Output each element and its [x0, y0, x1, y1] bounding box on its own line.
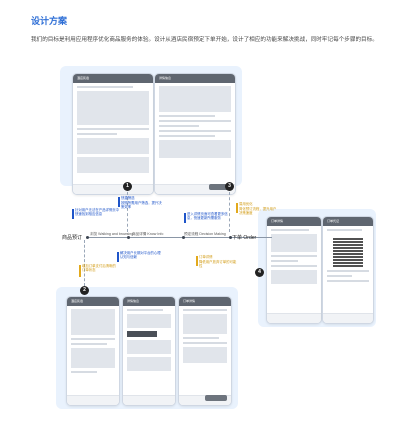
bottom-bar	[73, 184, 153, 194]
note-marker	[79, 265, 81, 277]
flow-step-decision: 预定流程 Decision Making	[184, 232, 226, 236]
placeholder-line	[327, 229, 362, 231]
placeholder-line	[271, 260, 298, 262]
placeholder-line	[183, 309, 227, 311]
placeholder-line	[271, 229, 309, 231]
section-title: 设计方案	[31, 16, 68, 26]
list-card	[127, 314, 171, 328]
step-badge-2: 2	[80, 286, 89, 295]
flow-dot	[127, 235, 130, 239]
info-card	[271, 270, 317, 284]
placeholder-line	[77, 133, 117, 135]
intro-paragraph: 我们的目标是利用应用程序优化商品服务的体验。设计从酒店民宿预定下单开始，设计了相…	[31, 37, 378, 43]
note-order-detail-sub: 降低用户放弃订单的可能性	[199, 260, 237, 269]
placeholder-line	[159, 125, 199, 127]
note-quick-filter-title: 快捷筛选	[121, 196, 135, 200]
note-order-status: 增加订单支付后清晰的订单状态	[82, 264, 116, 273]
list-card	[77, 138, 149, 154]
placeholder-line	[77, 86, 133, 88]
placeholder-line	[271, 265, 317, 267]
phone-browse: 酒店民宿	[72, 73, 154, 195]
placeholder-line	[71, 343, 108, 345]
hero-image	[77, 91, 149, 125]
note-marker	[117, 252, 119, 262]
connector	[229, 192, 230, 232]
note-marker	[72, 209, 74, 219]
info-card	[183, 347, 227, 363]
note-trust: 解决用户长期对平台的心理认知与信赖	[120, 251, 161, 260]
phone-title: 酒店民宿	[73, 74, 153, 83]
note-quick-filter-sub: 按照所需用户筛选，提升决策效率	[121, 201, 162, 210]
placeholder-line	[327, 275, 352, 277]
note-detail-more: 进入详情页面可查看更多信息，快速更新所需服务	[187, 212, 228, 221]
flow-step-info: 商品详情 Know Info	[132, 232, 164, 236]
connector	[127, 192, 128, 232]
flow-step-order: 下单 Order	[232, 235, 257, 241]
hero-image	[159, 86, 231, 112]
info-card	[159, 140, 231, 158]
phone-detail: 详情信息	[154, 73, 236, 195]
note-usability-sub: 简化预订流程，提升用户决策速度	[239, 207, 277, 216]
placeholder-line	[159, 120, 231, 122]
flow-line	[86, 237, 272, 238]
hero-image	[71, 309, 115, 335]
phone-title: 订单详情	[267, 217, 321, 226]
phone-filter: 酒店民宿	[66, 296, 120, 406]
phone-title: 订单凭证	[323, 217, 373, 226]
step-badge-3: 3	[225, 182, 234, 191]
phone-confirm: 订单详情	[178, 296, 232, 406]
placeholder-line	[159, 130, 231, 132]
placeholder-line	[71, 371, 97, 373]
placeholder-line	[327, 270, 369, 272]
note-usability-title: 易用优化	[239, 202, 253, 206]
list-card	[77, 157, 149, 173]
phone-voucher: 订单凭证	[322, 216, 374, 324]
list-card	[127, 357, 171, 371]
note-detail-problem: 针对用户无法在产品详情页中快速找到相应信息	[75, 208, 120, 217]
phone-title: 酒店民宿	[67, 297, 119, 306]
qr-code-icon	[333, 237, 363, 267]
list-card	[127, 331, 157, 337]
phone-list: 详情信息	[122, 296, 176, 406]
order-card	[183, 314, 227, 334]
placeholder-line	[159, 135, 215, 137]
phone-title: 详情信息	[123, 297, 175, 306]
pay-button	[205, 395, 227, 401]
note-marker	[196, 256, 198, 266]
flow-dot	[229, 235, 232, 239]
note-marker	[236, 203, 238, 213]
phone-title: 详情信息	[155, 74, 235, 83]
placeholder-line	[159, 115, 215, 117]
note-marker	[118, 197, 120, 207]
placeholder-line	[183, 337, 220, 339]
note-marker	[184, 213, 186, 223]
flow-dot	[86, 235, 89, 239]
placeholder-line	[77, 128, 149, 130]
flow-start: 商品预订	[62, 235, 83, 241]
step-badge-1: 1	[123, 182, 132, 191]
flow-dot	[182, 235, 185, 239]
bottom-bar	[67, 395, 119, 405]
bottom-bar	[123, 395, 175, 405]
step-badge-4: 4	[255, 268, 264, 277]
bottom-bar	[267, 313, 321, 323]
phone-order: 订单详情	[266, 216, 322, 324]
placeholder-line	[127, 309, 164, 311]
connector	[84, 240, 85, 286]
phone-title: 订单详情	[179, 297, 231, 306]
placeholder-line	[327, 280, 369, 282]
placeholder-line	[271, 255, 317, 257]
filter-card	[71, 348, 115, 368]
list-card	[127, 340, 171, 354]
bottom-bar	[155, 184, 235, 194]
note-order-detail-title: 订单详情	[199, 255, 213, 259]
placeholder-line	[71, 338, 115, 340]
bottom-bar	[323, 313, 373, 323]
placeholder-line	[183, 342, 227, 344]
order-card	[271, 234, 317, 252]
book-button	[209, 184, 231, 190]
flow-step-browse: 浏览 Walking and browsing	[90, 232, 134, 236]
